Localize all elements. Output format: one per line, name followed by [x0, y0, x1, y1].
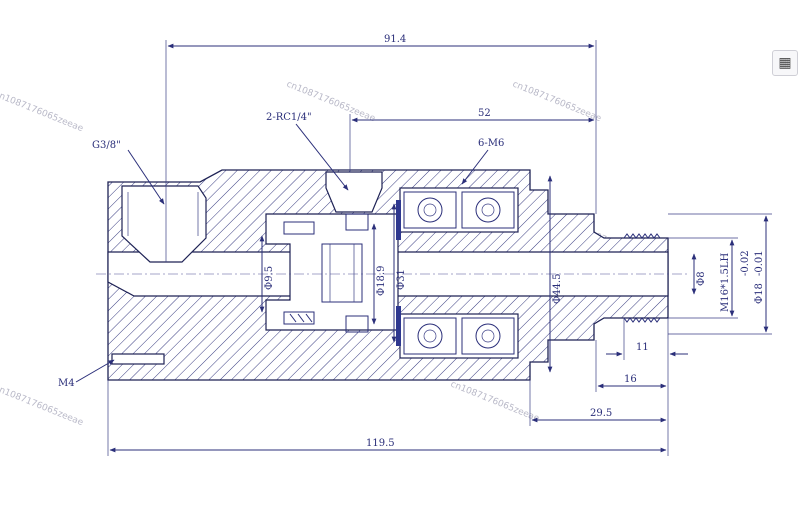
- dim-11: 11: [636, 342, 649, 353]
- dim-dia-18: Φ18: [754, 283, 765, 304]
- image-scan-button[interactable]: ▦: [772, 50, 798, 76]
- callout-rc14: 2-RC1/4": [266, 112, 312, 123]
- thread-teeth: [623, 233, 661, 323]
- image-scan-icon: ▦: [778, 55, 792, 71]
- dim-52: 52: [478, 108, 491, 119]
- dim-tol-lower: -0.01: [754, 250, 765, 276]
- dim-tol-upper: -0.02: [740, 250, 751, 276]
- dim-29-5: 29.5: [590, 408, 612, 419]
- bearings: [403, 191, 515, 355]
- watermark: cn1087176065zeeae: [0, 384, 85, 429]
- dim-16: 16: [624, 374, 637, 385]
- dimension-lines: [75, 40, 772, 456]
- dim-119-5: 119.5: [366, 438, 395, 449]
- dim-thread-m16: M16*1.5LH: [720, 252, 731, 312]
- dimension-labels: 91.4 52 119.5 29.5 16 11 Φ44.5 Φ31 Φ18.9…: [58, 34, 765, 449]
- callout-m6: 6-M6: [478, 138, 504, 149]
- dim-dia-9-5: Φ9.5: [264, 266, 275, 290]
- bearing-top-right: [461, 191, 515, 229]
- bearing-bottom-right: [461, 317, 515, 355]
- housing-section: [107, 169, 669, 381]
- dim-dia-18-9: Φ18.9: [376, 266, 387, 296]
- watermark: cn1087176065zeeae: [511, 80, 603, 125]
- rotor: [111, 200, 661, 365]
- dim-dia-44-5: Φ44.5: [552, 274, 563, 304]
- bearing-bottom-left: [403, 317, 457, 355]
- dim-91-4: 91.4: [384, 34, 406, 45]
- dim-dia-31: Φ31: [396, 269, 407, 290]
- dim-dia-8: Φ8: [696, 271, 707, 286]
- watermark: cn1087176065zeeae: [0, 90, 85, 135]
- callout-m4: M4: [58, 378, 75, 389]
- callout-g38: G3/8": [92, 140, 121, 151]
- watermark: cn1087176065zeeae: [449, 380, 541, 425]
- bearing-top-left: [403, 191, 457, 229]
